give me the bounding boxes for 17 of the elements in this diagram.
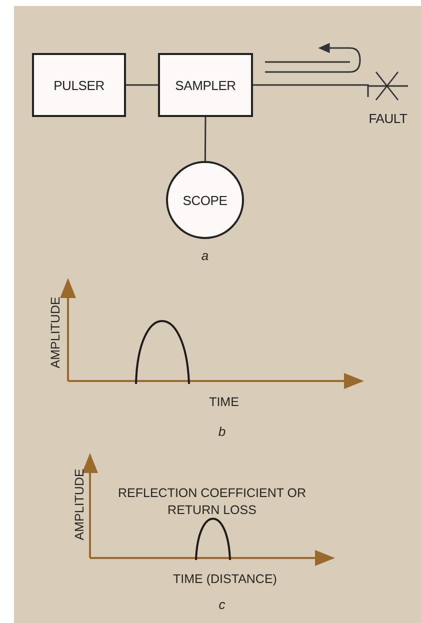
node-label: SCOPE [182, 192, 228, 208]
node-label: FAULT [368, 111, 408, 126]
axis-label: AMPLITUDE [72, 468, 88, 542]
figure-letter: b [217, 423, 227, 441]
block-box [32, 53, 126, 117]
connector-line [253, 84, 369, 97]
plot-label: REFLECTION COEFFICIENT OR RETURN LOSS [117, 485, 307, 519]
block-box [158, 53, 253, 117]
plot-label: TIME (DISTANCE) [172, 571, 278, 588]
node-label: SAMPLER [175, 78, 236, 92]
axis-label: AMPLITUDE [48, 296, 64, 370]
figure-letter: c [218, 596, 226, 614]
node-label: PULSER [54, 78, 104, 92]
connector-line [126, 84, 158, 86]
plot-label: TIME [208, 394, 240, 411]
connector-line [204, 117, 206, 161]
figure-letter: a [200, 247, 210, 265]
